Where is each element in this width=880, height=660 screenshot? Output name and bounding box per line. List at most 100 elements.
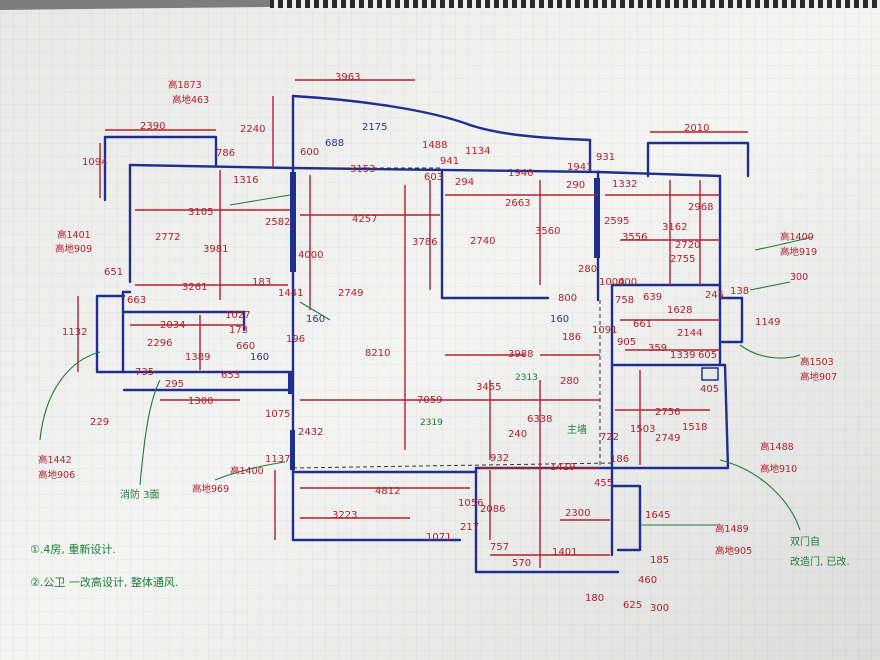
dim-661: 661 (633, 319, 652, 330)
dim-1132: 1132 (62, 327, 87, 338)
dim-1332: 1332 (612, 179, 637, 190)
dim-2144: 2144 (677, 328, 702, 339)
dim-932: 932 (490, 453, 509, 464)
dim-3153: 3153 (350, 164, 375, 175)
spiral-ring (751, 0, 755, 10)
dim-2086: 2086 (480, 504, 505, 515)
spiral-ring (301, 0, 305, 10)
note-gao1400b: 高1400 (780, 231, 814, 243)
spiral-ring (391, 0, 395, 10)
dim-1075: 1075 (265, 409, 290, 420)
dim-400: 400 (618, 277, 637, 288)
spiral-ring (850, 0, 854, 10)
spiral-ring (355, 0, 359, 10)
dim-4812: 4812 (375, 486, 400, 497)
note-ditai905: 高地905 (715, 545, 752, 557)
dim-3223: 3223 (332, 510, 357, 521)
dim-1071: 1071 (426, 532, 451, 543)
note-zhu: 主墙 (567, 423, 587, 436)
note-shuangkai2: 改造门, 已改. (790, 555, 850, 568)
dim-294: 294 (455, 177, 474, 188)
spiral-ring (589, 0, 593, 10)
dim-245: 245 (705, 290, 724, 301)
spiral-ring (661, 0, 665, 10)
spiral-ring (652, 0, 656, 10)
dim-2756: 2756 (655, 407, 680, 418)
spiral-ring (571, 0, 575, 10)
dim-2772: 2772 (155, 232, 180, 243)
spiral-ring (706, 0, 710, 10)
dim-905: 905 (617, 337, 636, 348)
dim-1941: 1941 (567, 162, 592, 173)
note-gao1442: 高1442 (38, 454, 72, 466)
spiral-ring (481, 0, 485, 10)
dim-625: 625 (623, 600, 642, 611)
dim-3981: 3981 (203, 244, 228, 255)
dim-1300: 1300 (188, 396, 213, 407)
dim-570: 570 (512, 558, 531, 569)
dim-4257: 4257 (352, 214, 377, 225)
spiral-ring (787, 0, 791, 10)
note-1: ①.4房, 重新设计. (30, 542, 116, 556)
note-gao1488: 高1488 (760, 441, 794, 453)
spiral-ring (697, 0, 701, 10)
spiral-ring (796, 0, 800, 10)
dim-1134: 1134 (465, 146, 490, 157)
spiral-ring (778, 0, 782, 10)
dim-217: 217 (460, 522, 479, 533)
dim-1149: 1149 (755, 317, 780, 328)
dim-1339: 1339 (670, 350, 695, 361)
dim-280b: 280 (560, 376, 579, 387)
dim-3556: 3556 (622, 232, 647, 243)
dim-455: 455 (594, 478, 613, 489)
dim-138: 138 (730, 286, 749, 297)
spiral-ring (400, 0, 404, 10)
dim-735: 735 (135, 367, 154, 378)
note-ditai910: 高地910 (760, 463, 797, 475)
dim-2240: 2240 (240, 124, 265, 135)
dim-663: 663 (127, 295, 146, 306)
note-2: ②.公卫 一改高设计, 整体通风. (30, 575, 178, 589)
spiral-ring (472, 0, 476, 10)
dim-6338: 6338 (527, 414, 552, 425)
spiral-ring (688, 0, 692, 10)
dim-4000: 4000 (298, 250, 323, 261)
dim-1503: 1503 (630, 424, 655, 435)
spiral-ring (283, 0, 287, 10)
note-ditai907: 高地907 (800, 371, 837, 383)
spiral-ring (499, 0, 503, 10)
spiral-ring (427, 0, 431, 10)
spiral-ring (454, 0, 458, 10)
spiral-ring (535, 0, 539, 10)
dim-1027: 1027 (225, 310, 250, 321)
dim-2663: 2663 (505, 198, 530, 209)
spiral-ring (733, 0, 737, 10)
dim-1488: 1488 (422, 140, 447, 151)
dim-603: 603 (424, 172, 443, 183)
leader-lines (39, 194, 813, 531)
dim-786: 786 (216, 148, 235, 159)
dim-240: 240 (508, 429, 527, 440)
dim-1137: 1137 (265, 454, 290, 465)
spiral-ring (328, 0, 332, 10)
spiral-ring (760, 0, 764, 10)
spiral-ring (346, 0, 350, 10)
spiral-ring (445, 0, 449, 10)
note-gao1401: 高1401 (57, 229, 91, 241)
note-ditai906: 高地906 (38, 469, 75, 481)
thick-walls (288, 172, 719, 470)
dim-185: 185 (650, 555, 669, 566)
dim-2034: 2034 (160, 320, 185, 331)
spiral-ring (553, 0, 557, 10)
dim-639: 639 (643, 292, 662, 303)
spiral-binding (270, 0, 880, 10)
dashed-lines (292, 167, 613, 469)
dim-1645: 1645 (645, 510, 670, 521)
dim-1389: 1389 (185, 352, 210, 363)
dim-405: 405 (700, 384, 719, 395)
dim-757: 757 (490, 542, 509, 553)
dim-300: 300 (650, 603, 669, 614)
note-gao1873: 高1873 (168, 79, 202, 91)
spiral-ring (436, 0, 440, 10)
